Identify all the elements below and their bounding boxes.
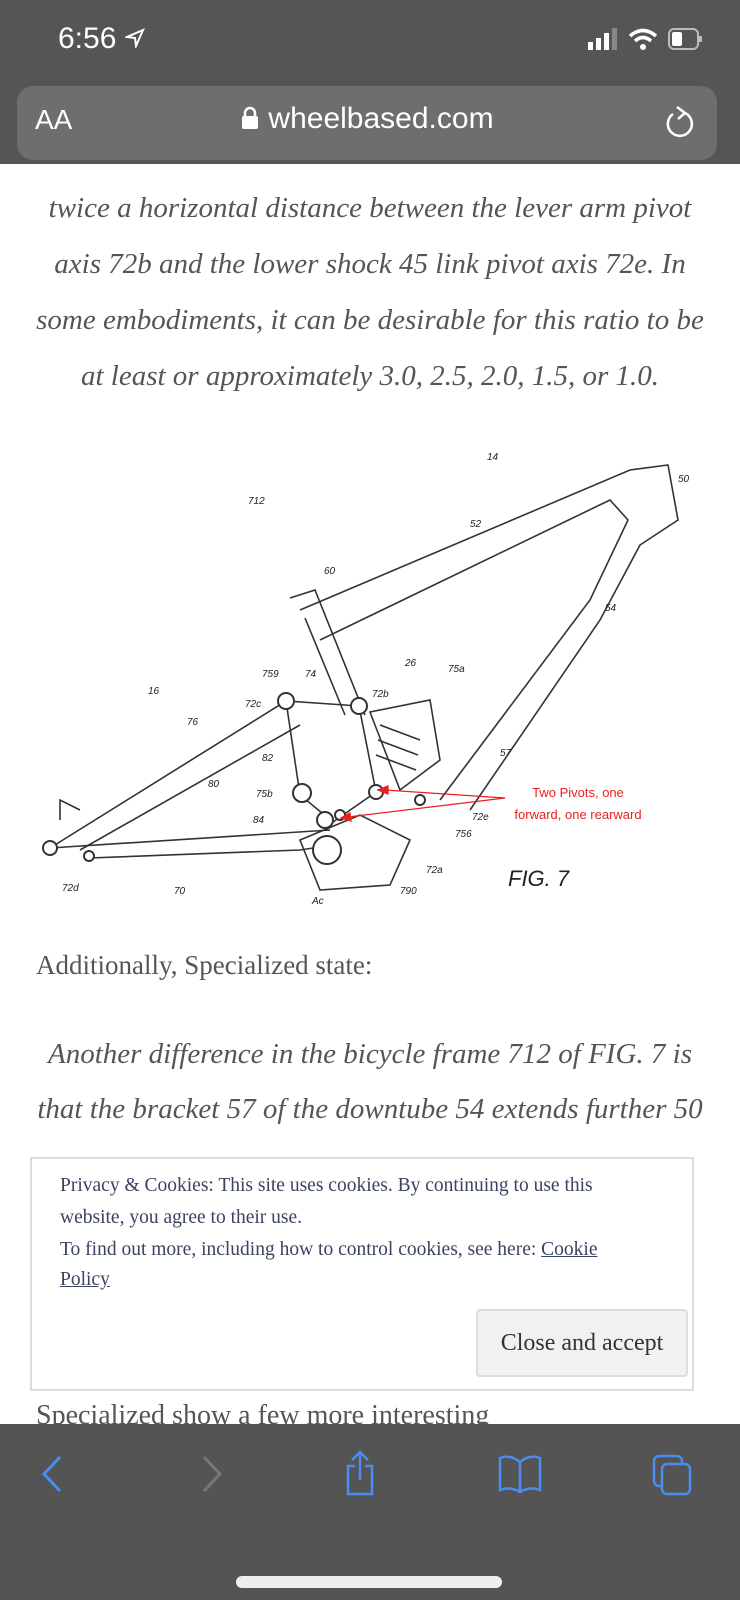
quote-line: Another difference in the bicycle frame … [47,1038,692,1070]
label: 72c [245,699,261,710]
label: 82 [262,753,274,764]
label: 76 [187,717,199,728]
label: 72b [372,689,389,700]
status-time: 6:56 [58,22,145,56]
frame-drawing [49,464,679,891]
label: 75a [448,664,465,675]
annotation-text: forward, one rearward [514,807,641,822]
label: 72e [472,812,489,823]
lock-icon [242,106,259,129]
browser-top-bar: 6:56 AA wheelbased.com [0,0,740,164]
cookie-text: Policy [60,1269,110,1291]
cookie-text: Privacy & Cookies: This site uses cookie… [60,1175,593,1196]
cookie-policy-link[interactable]: Policy [60,1269,110,1290]
reload-icon[interactable] [663,104,697,142]
label: 756 [455,829,472,840]
label: 60 [324,566,336,577]
label: 80 [208,779,220,790]
url-display[interactable]: wheelbased.com [17,102,717,136]
forward-icon[interactable] [200,1454,224,1494]
cookie-text: website, you agree to their use. [60,1207,303,1228]
text-size-button[interactable]: AA [35,104,73,135]
label: 26 [404,658,417,669]
cookie-policy-link[interactable]: Cookie [541,1239,598,1260]
label: 74 [305,669,317,680]
wifi-icon [628,28,658,50]
label: 75b [256,789,273,800]
label: 70 [174,886,186,897]
back-icon[interactable] [40,1454,64,1494]
label: 57 [500,748,512,759]
label: 72d [62,883,79,894]
label: 14 [487,452,499,463]
location-arrow-icon [123,28,145,50]
address-bar[interactable]: AA wheelbased.com [17,86,717,160]
annotation-text: Two Pivots, one [532,785,624,800]
browser-toolbar [0,1424,740,1600]
page-content: twice a horizontal distance between the … [0,164,740,1424]
label: 790 [400,886,417,897]
label: 84 [253,815,265,826]
figure-labels: 14 50 712 52 60 54 26 75a 759 74 72b 72c… [62,452,690,907]
intro-text: Additionally, Specialized state: [36,950,373,980]
share-icon[interactable] [345,1450,375,1496]
signal-icon [588,28,617,50]
figure-caption: FIG. 7 [508,866,570,891]
label: 16 [148,686,160,697]
annotation-arrows [339,785,506,822]
label: 50 [678,474,690,485]
quote-line: some embodiments, it can be desirable fo… [36,304,704,336]
label: 712 [248,496,265,507]
quote-line: that the bracket 57 of the downtube 54 e… [37,1093,703,1125]
patent-figure-bike-frame: 14 50 712 52 60 54 26 75a 759 74 72b 72c… [42,452,690,907]
cookie-text: To find out more, including how to contr… [60,1239,598,1260]
cookie-banner: Privacy & Cookies: This site uses cookie… [30,1157,694,1391]
trailing-text: Specialized show a few more interesting [36,1400,490,1424]
quote-line: at least or approximately 3.0, 2.5, 2.0,… [80,360,660,392]
tabs-icon[interactable] [652,1454,694,1496]
bookmarks-icon[interactable] [498,1454,542,1494]
label: 72a [426,865,443,876]
label: 54 [605,603,617,614]
label: Ac [311,896,324,907]
home-indicator[interactable] [236,1576,502,1588]
status-icons [588,28,702,50]
label: 759 [262,669,279,680]
label: 52 [470,519,482,530]
battery-icon [668,28,702,50]
close-and-accept-button[interactable]: Close and accept [476,1309,688,1377]
quote-line: twice a horizontal distance between the … [48,192,692,224]
pivots [42,692,426,865]
quote-line: axis 72b and the lower shock 45 link piv… [54,248,686,280]
